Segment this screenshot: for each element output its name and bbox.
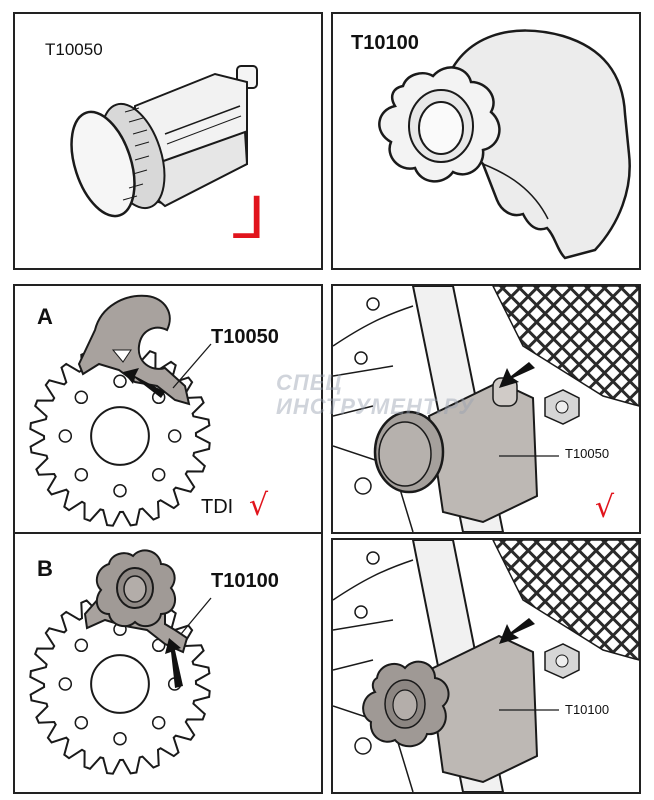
panel-engine-view-t10050: T10050 √ — [331, 284, 641, 534]
t10050-tool-drawing — [70, 65, 258, 218]
sprocket-hole — [113, 483, 127, 498]
engine-label: TDI — [201, 496, 234, 518]
engine-view-drawing — [333, 540, 639, 792]
sprocket-a-drawing — [29, 294, 212, 527]
tool-code-label: T10050 — [565, 446, 610, 461]
panel-tool-t10050: T10050 ⅃ — [13, 12, 323, 270]
view-letter: B — [37, 556, 53, 581]
sprocket-hole — [58, 429, 73, 443]
sprocket-hole — [74, 467, 89, 482]
watermark-line-1: СПЕЦ — [276, 370, 343, 395]
tool-code-label: T10100 — [211, 570, 279, 592]
view-letter: A — [37, 304, 53, 329]
sprocket-hole — [113, 731, 127, 746]
sprocket-hole — [74, 715, 89, 730]
tool-code-label: T10100 — [565, 702, 610, 717]
t10100-tool-drawing — [378, 29, 631, 260]
sprocket-hole — [74, 390, 89, 405]
sprocket-hub — [90, 406, 150, 466]
panel-b-sprocket-t10100: B T10100 — [13, 532, 323, 794]
sprocket-b-drawing — [29, 549, 212, 775]
panel-a-sprocket-t10050: A T10050 TDI √ — [13, 284, 323, 534]
watermark-line-2: ИНСТРУМЕНТ.РУ — [276, 394, 475, 419]
sprocket-hole — [167, 429, 182, 443]
tool-code-label: T10050 — [45, 40, 103, 59]
engine-view-drawing — [333, 286, 639, 532]
red-check-mark: ⅃ — [233, 184, 266, 252]
red-check-mark: √ — [595, 490, 615, 525]
sprocket-hole — [151, 715, 166, 730]
sprocket-hole — [113, 374, 127, 389]
sprocket-hole — [151, 467, 166, 482]
sprocket-hole — [74, 638, 89, 653]
sprocket — [29, 345, 211, 527]
sprocket-hole — [58, 677, 73, 691]
sprocket-hub — [90, 654, 150, 714]
panel-engine-view-t10100: T10100 — [331, 538, 641, 794]
red-check-mark: √ — [249, 488, 269, 523]
tool-code-label: T10050 — [211, 326, 279, 348]
tool-code-label: T10100 — [351, 32, 419, 54]
panel-tool-t10100: T10100 — [331, 12, 641, 270]
